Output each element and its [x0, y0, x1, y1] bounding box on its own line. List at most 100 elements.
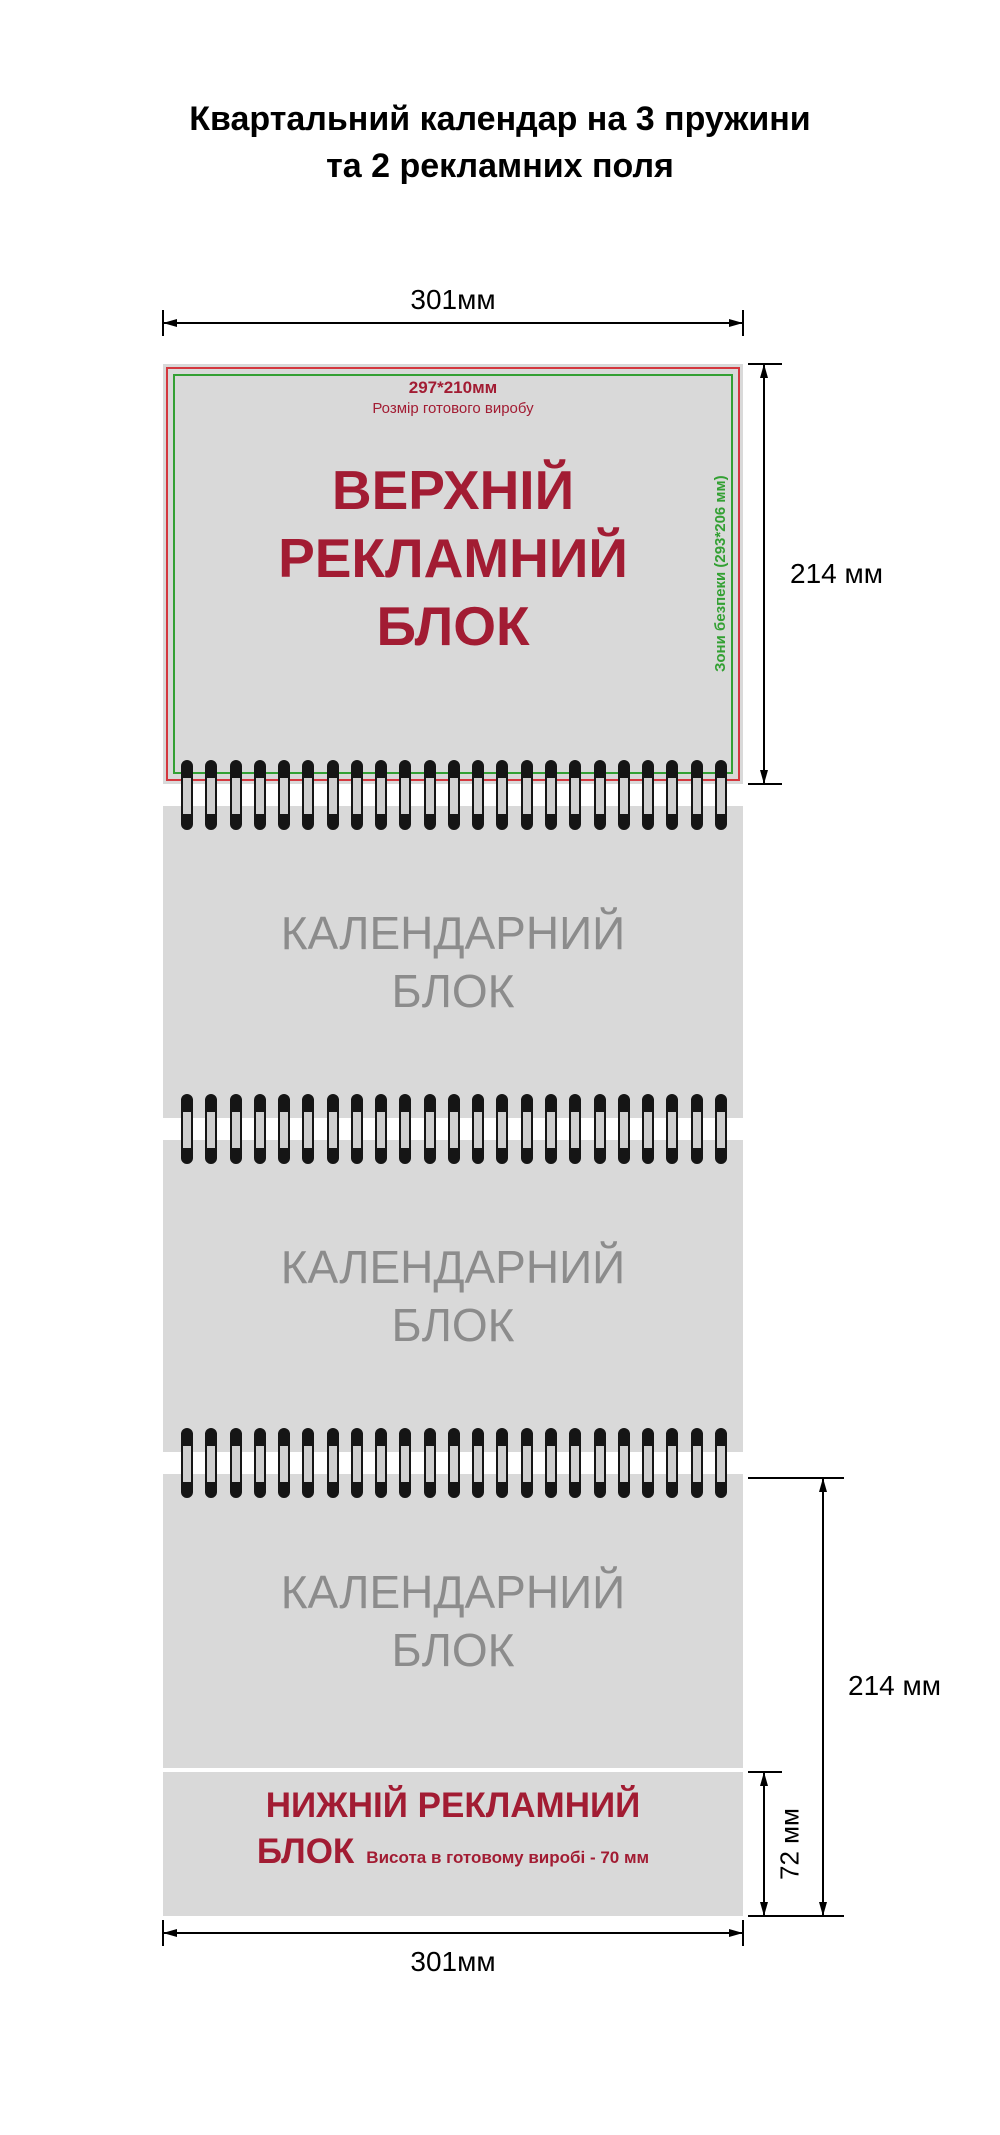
dimension-arrow-left-icon [163, 1929, 177, 1937]
spiral-coil-icon [302, 760, 315, 830]
spiral-coil-icon [399, 1094, 412, 1164]
dimension-tick [748, 783, 782, 785]
calendar-block-label-line-1: КАЛЕНДАРНИЙ [280, 1566, 626, 1618]
dimension-line-bottom-block-height [763, 1772, 765, 1916]
spiral-coil-icon [472, 1428, 485, 1498]
spiral-coil-icon [617, 1428, 630, 1498]
spiral-coil-icon [472, 760, 485, 830]
spiral-coil-icon [642, 1428, 655, 1498]
dimension-tick [742, 310, 744, 336]
spiral-coil-icon [496, 1094, 509, 1164]
spiral-coil-icon [642, 760, 655, 830]
dimension-tick [742, 1920, 744, 1946]
spiral-coil-icon [496, 760, 509, 830]
spiral-coil-icon [520, 760, 533, 830]
spiral-coil-icon [399, 760, 412, 830]
dimension-arrow-right-icon [729, 1929, 743, 1937]
spiral-coil-icon [569, 1094, 582, 1164]
spiral-coil-icon [617, 1094, 630, 1164]
dimension-arrow-down-icon [760, 1902, 768, 1916]
spiral-coil-icon [423, 760, 436, 830]
spiral-coil-icon [205, 1094, 218, 1164]
spiral-coil-icon [423, 1094, 436, 1164]
spiral-coil-icon [229, 1094, 242, 1164]
spiral-coil-icon [278, 1094, 291, 1164]
spiral-coil-icon [350, 1428, 363, 1498]
spiral-coil-icon [399, 1428, 412, 1498]
calendar-block-label-line-2: БЛОК [391, 1624, 515, 1676]
spiral-coil-icon [666, 1094, 679, 1164]
dimension-label-bottom-width: 301мм [410, 1946, 496, 1977]
dimension-arrow-left-icon [163, 319, 177, 327]
spiral-coil-icon [447, 1094, 460, 1164]
spiral-coil-icon [666, 1428, 679, 1498]
bottom-block-height-note: Висота в готовому виробі - 70 мм [366, 1848, 650, 1867]
spiral-coil-icon [181, 760, 193, 830]
spiral-coil-icon [253, 760, 266, 830]
spiral-binding-3 [181, 1428, 727, 1498]
spiral-coil-icon [253, 1094, 266, 1164]
dimension-tick [748, 1477, 844, 1479]
spiral-coil-icon [593, 1428, 606, 1498]
top-block-title-line-3: БЛОК [376, 595, 530, 657]
top-block-title-line-2: РЕКЛАМНИЙ [278, 527, 628, 589]
dimension-line-bottom-width [163, 1932, 743, 1934]
spiral-coil-icon [375, 760, 388, 830]
dimension-line-top-width [163, 322, 743, 324]
spiral-coil-icon [642, 1094, 655, 1164]
spiral-coil-icon [350, 760, 363, 830]
spiral-coil-icon [593, 760, 606, 830]
bottom-advertising-block: НИЖНІЙ РЕКЛАМНИЙ БЛОК Висота в готовому … [163, 1772, 743, 1916]
dimension-arrow-down-icon [760, 770, 768, 784]
spiral-coil-icon [253, 1428, 266, 1498]
bottom-block-title-line-2: БЛОК Висота в готовому виробі - 70 мм [163, 1832, 743, 1872]
spiral-coil-icon [544, 1428, 557, 1498]
calendar-block-3: КАЛЕНДАРНИЙ БЛОК [163, 1474, 743, 1768]
spiral-coil-icon [423, 1428, 436, 1498]
spiral-coil-icon [278, 1428, 291, 1498]
spiral-coil-icon [520, 1094, 533, 1164]
safety-zone-label: Зони безпеки (293*206 мм) [712, 475, 729, 673]
spiral-coil-icon [181, 1094, 193, 1164]
page-title: Квартальний календар на 3 пружини та 2 р… [0, 96, 1000, 190]
finished-size-label: 297*210мм [408, 378, 498, 397]
calendar-block-label-line-1: КАЛЕНДАРНИЙ [280, 1241, 626, 1293]
spiral-coil-icon [326, 1094, 339, 1164]
top-advertising-block: 297*210мм Розмір готового виробу ВЕРХНІЙ… [163, 364, 743, 784]
dimension-arrow-up-icon [819, 1478, 827, 1492]
spiral-coil-icon [229, 760, 242, 830]
top-block-title-line-1: ВЕРХНІЙ [331, 459, 575, 521]
spiral-coil-icon [302, 1428, 315, 1498]
spiral-coil-icon [690, 1428, 703, 1498]
dimension-label-top-width: 301мм [410, 284, 496, 315]
calendar-block-2: КАЛЕНДАРНИЙ БЛОК [163, 1140, 743, 1452]
spiral-coil-icon [690, 1094, 703, 1164]
dimension-label-calendar-height: 214 мм [848, 1670, 941, 1701]
calendar-block-label-line-2: БЛОК [391, 1299, 515, 1351]
spiral-coil-icon [520, 1428, 533, 1498]
spiral-coil-icon [447, 1428, 460, 1498]
spiral-coil-icon [593, 1094, 606, 1164]
spiral-coil-icon [666, 760, 679, 830]
spiral-coil-icon [496, 1428, 509, 1498]
calendar-block-label-line-1: КАЛЕНДАРНИЙ [280, 907, 626, 959]
spiral-coil-icon [375, 1094, 388, 1164]
dimension-arrow-up-icon [760, 1772, 768, 1786]
spiral-coil-icon [447, 760, 460, 830]
spiral-coil-icon [714, 1094, 727, 1164]
spiral-coil-icon [350, 1094, 363, 1164]
bottom-block-title-line-1: НИЖНІЙ РЕКЛАМНИЙ [265, 1786, 641, 1825]
spiral-coil-icon [690, 760, 703, 830]
spiral-coil-icon [544, 1094, 557, 1164]
spiral-coil-icon [544, 760, 557, 830]
finished-size-caption: Розмір готового виробу [372, 400, 534, 417]
page-title-line-1: Квартальний календар на 3 пружини [189, 100, 811, 138]
dimension-line-calendar-height [822, 1478, 824, 1916]
calendar-block-label-line-2: БЛОК [391, 965, 515, 1017]
spiral-coil-icon [205, 760, 218, 830]
spiral-coil-icon [472, 1094, 485, 1164]
spiral-coil-icon [569, 1428, 582, 1498]
spiral-coil-icon [714, 1428, 727, 1498]
spiral-coil-icon [205, 1428, 218, 1498]
spiral-coil-icon [617, 760, 630, 830]
